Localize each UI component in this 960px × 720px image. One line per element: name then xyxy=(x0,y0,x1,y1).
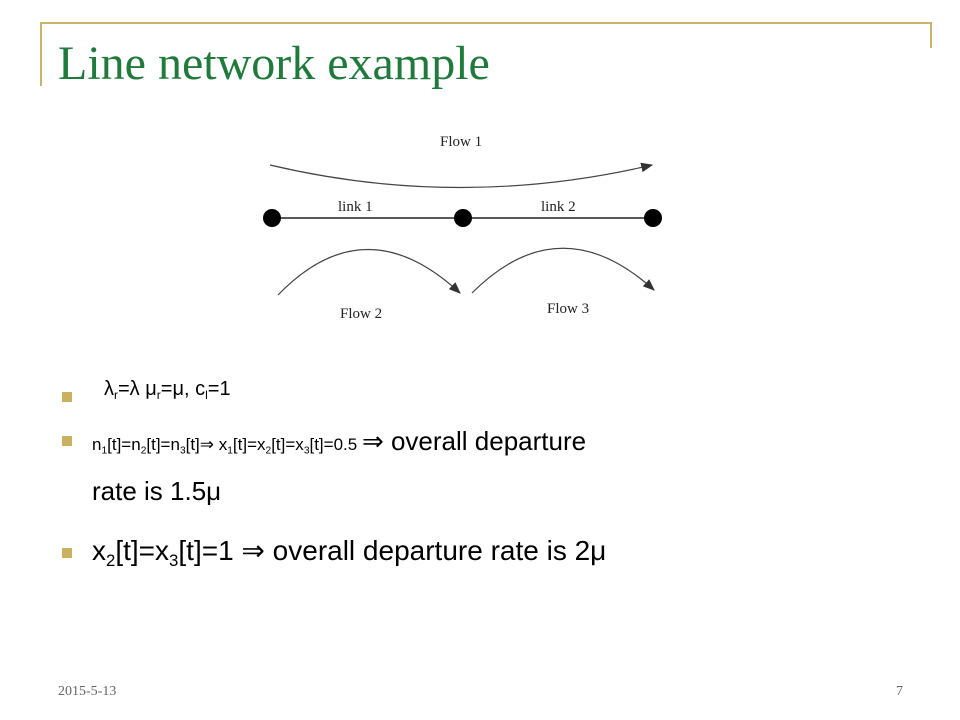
node-3 xyxy=(644,209,662,227)
bullet-equal-queues: n1[t]=n2[t]=n3[t]⇒ x1[t]=x2[t]=x3[t]=0.5… xyxy=(62,418,922,518)
node-2 xyxy=(454,209,472,227)
bullet-params: λr=λ μr=μ, cl=1 xyxy=(62,378,922,418)
flow1-arrow xyxy=(269,162,654,189)
node-1 xyxy=(263,209,281,227)
bullet-square-icon xyxy=(62,392,72,402)
flow1-label: Flow 1 xyxy=(440,134,482,150)
link2-label: link 2 xyxy=(541,199,576,215)
frame-left-line xyxy=(40,22,42,86)
bullet-list: λr=λ μr=μ, cl=1 n1[t]=n2[t]=n3[t]⇒ x1[t]… xyxy=(62,378,922,570)
bullet-alternate-text: x2[t]=x3[t]=1 ⇒ overall departure rate i… xyxy=(92,535,607,570)
flow2-label: Flow 2 xyxy=(340,306,382,322)
frame-right-line xyxy=(930,22,932,48)
frame-top-line xyxy=(40,22,932,24)
flow2-arrow xyxy=(277,248,461,296)
flow3-arrow xyxy=(471,247,655,294)
flow3-label: Flow 3 xyxy=(547,301,589,317)
line-network-diagram: Flow 1 link 1 link 2 Flow 2 Flow 3 xyxy=(263,134,662,322)
bullet-square-icon xyxy=(62,436,72,446)
bullet-equal-queues-text: n1[t]=n2[t]=n3[t]⇒ x1[t]=x2[t]=x3[t]=0.5… xyxy=(92,426,587,506)
bullet-square-icon xyxy=(62,548,72,558)
link1-label: link 1 xyxy=(338,199,373,215)
footer-date: 2015-5-13 xyxy=(58,684,117,699)
page-number: 7 xyxy=(896,684,903,699)
bullet-params-text: λr=λ μr=μ, cl=1 xyxy=(104,378,231,403)
bullet-alternate: x2[t]=x3[t]=1 ⇒ overall departure rate i… xyxy=(62,534,922,570)
slide-title: Line network example xyxy=(58,37,490,90)
